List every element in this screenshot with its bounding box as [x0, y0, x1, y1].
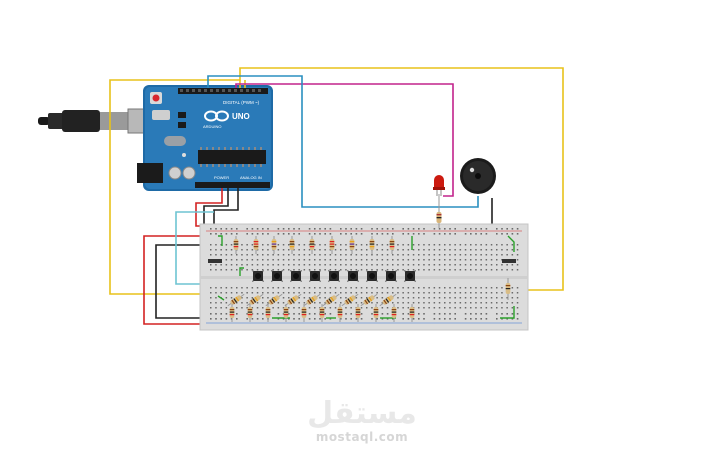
resistor-top-6 — [329, 236, 335, 254]
resistor-top-5 — [309, 236, 315, 254]
brand-label: ARDUINO — [203, 124, 221, 129]
atmega-chip — [198, 150, 266, 164]
piezo-buzzer — [460, 158, 496, 194]
pulldown-resistors-diagonal — [227, 293, 397, 307]
resistor-bottom-7 — [337, 304, 343, 322]
arduino-logo-icon — [204, 110, 229, 122]
top-resistor-row — [233, 236, 395, 254]
watermark-latin: mostaql.com — [316, 430, 408, 444]
push-button-2 — [271, 270, 283, 282]
pulldown-resistor-4 — [284, 293, 302, 307]
push-button-8 — [385, 270, 397, 282]
reset-button-icon — [152, 94, 160, 102]
breadboard-left-marker — [208, 259, 222, 263]
usb-cable — [38, 108, 157, 134]
resistor-bottom-3 — [265, 304, 271, 322]
push-button-7 — [366, 270, 378, 282]
push-button-4 — [309, 270, 321, 282]
push-button-3 — [290, 270, 302, 282]
push-button-1 — [252, 270, 264, 282]
wire-cyan-analog — [175, 211, 214, 285]
resistor-top-8 — [369, 236, 375, 254]
resistor-top-1 — [233, 236, 239, 254]
resistor-bottom-9 — [373, 304, 379, 322]
push-button-9 — [404, 270, 416, 282]
resistor-top-9 — [389, 236, 395, 254]
resistor-bottom-1 — [229, 304, 235, 322]
wire-red-rail — [143, 235, 214, 325]
resistor-top-3 — [271, 236, 277, 254]
analog-label: ANALOG IN — [240, 175, 262, 180]
pulldown-resistor-6 — [322, 293, 340, 307]
pulldown-resistor-8 — [360, 293, 378, 307]
resistor-bottom-8 — [355, 304, 361, 322]
push-button-6 — [347, 270, 359, 282]
pulldown-resistor-7 — [341, 293, 359, 307]
pulldown-resistor-1 — [227, 293, 245, 307]
resistor-bottom-2 — [247, 304, 253, 322]
resistor-bottom-4 — [283, 304, 289, 322]
power-label: POWER — [214, 175, 229, 180]
resistor-top-7 — [349, 236, 355, 254]
wire-blue-buzzer — [207, 75, 479, 208]
pulldown-resistor-9 — [379, 293, 397, 307]
push-buttons — [252, 270, 416, 282]
push-button-5 — [328, 270, 340, 282]
wire-magenta-led — [235, 83, 454, 197]
resistor-right — [505, 278, 511, 300]
led-red — [433, 175, 445, 196]
resistor-bottom-5 — [301, 304, 307, 322]
breadboard — [199, 223, 529, 331]
resistor-bottom-11 — [409, 304, 415, 322]
pulldown-resistor-5 — [303, 293, 321, 307]
pulldown-resistor-3 — [265, 293, 283, 307]
led-resistor — [436, 208, 442, 228]
pulldown-resistor-2 — [246, 293, 264, 307]
resistor-bottom-10 — [391, 304, 397, 322]
mostaql-watermark: مستقل mostaql.com — [307, 396, 417, 444]
model-label: UNO — [232, 112, 250, 121]
resistor-top-2 — [253, 236, 259, 254]
watermark-arabic: مستقل — [307, 396, 417, 431]
bottom-resistor-row — [229, 278, 511, 322]
power-jack — [137, 163, 163, 183]
digital-header-label: DIGITAL (PWM ~) — [223, 100, 260, 105]
resistor-top-4 — [289, 236, 295, 254]
wire-yellow-top — [143, 67, 564, 291]
wire-yellow-left — [109, 79, 200, 295]
breadboard-right-marker — [502, 259, 516, 263]
arduino-uno-board: DIGITAL (PWM ~) UNO ARDUINO — [137, 85, 273, 191]
resistor-bottom-6 — [319, 304, 325, 322]
